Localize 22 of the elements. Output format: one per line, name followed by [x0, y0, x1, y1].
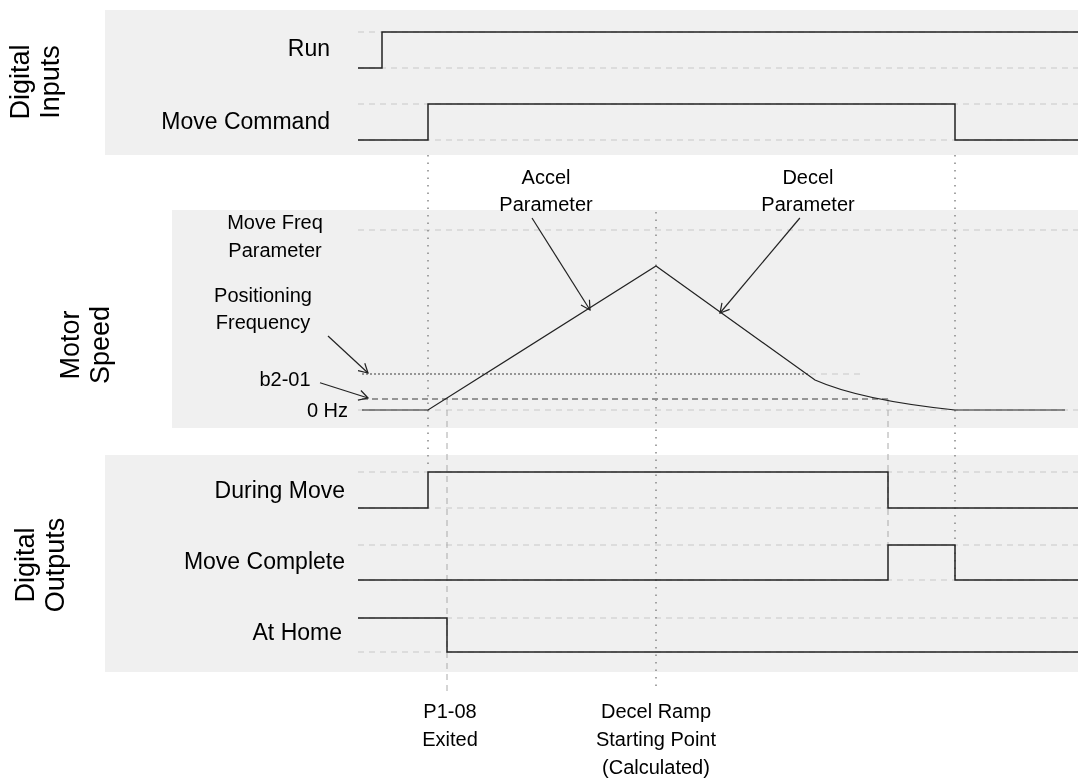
leader-line [327, 335, 369, 374]
annotation-text: b2-01 [250, 366, 320, 393]
signal-label: Move Freq Parameter [226, 210, 324, 263]
signal-label: During Move [213, 476, 345, 505]
signal-label: At Home [251, 618, 342, 647]
band-title: Digital Inputs [5, 43, 65, 122]
band-title: Digital Outputs [10, 516, 70, 615]
signal-label: Move Command [160, 107, 330, 136]
leader-line [719, 217, 801, 314]
signal-label: P1-08 Exited [421, 699, 479, 752]
dotted-level-line [361, 373, 811, 375]
annotation-text: Accel Parameter [490, 164, 602, 218]
annotation-text: Decel Parameter [740, 164, 876, 218]
signal-label: Decel Ramp Starting Point (Calculated) [594, 699, 718, 779]
dashed-level-line [361, 398, 891, 400]
signal-label: Move Complete [182, 547, 345, 576]
leader-line [319, 382, 369, 401]
band-title: Motor Speed [55, 304, 115, 387]
signal-label: 0 Hz [305, 398, 348, 423]
leader-line [531, 217, 591, 311]
annotation-text: Positioning Frequency [198, 282, 328, 336]
signal-label: Run [286, 34, 330, 63]
